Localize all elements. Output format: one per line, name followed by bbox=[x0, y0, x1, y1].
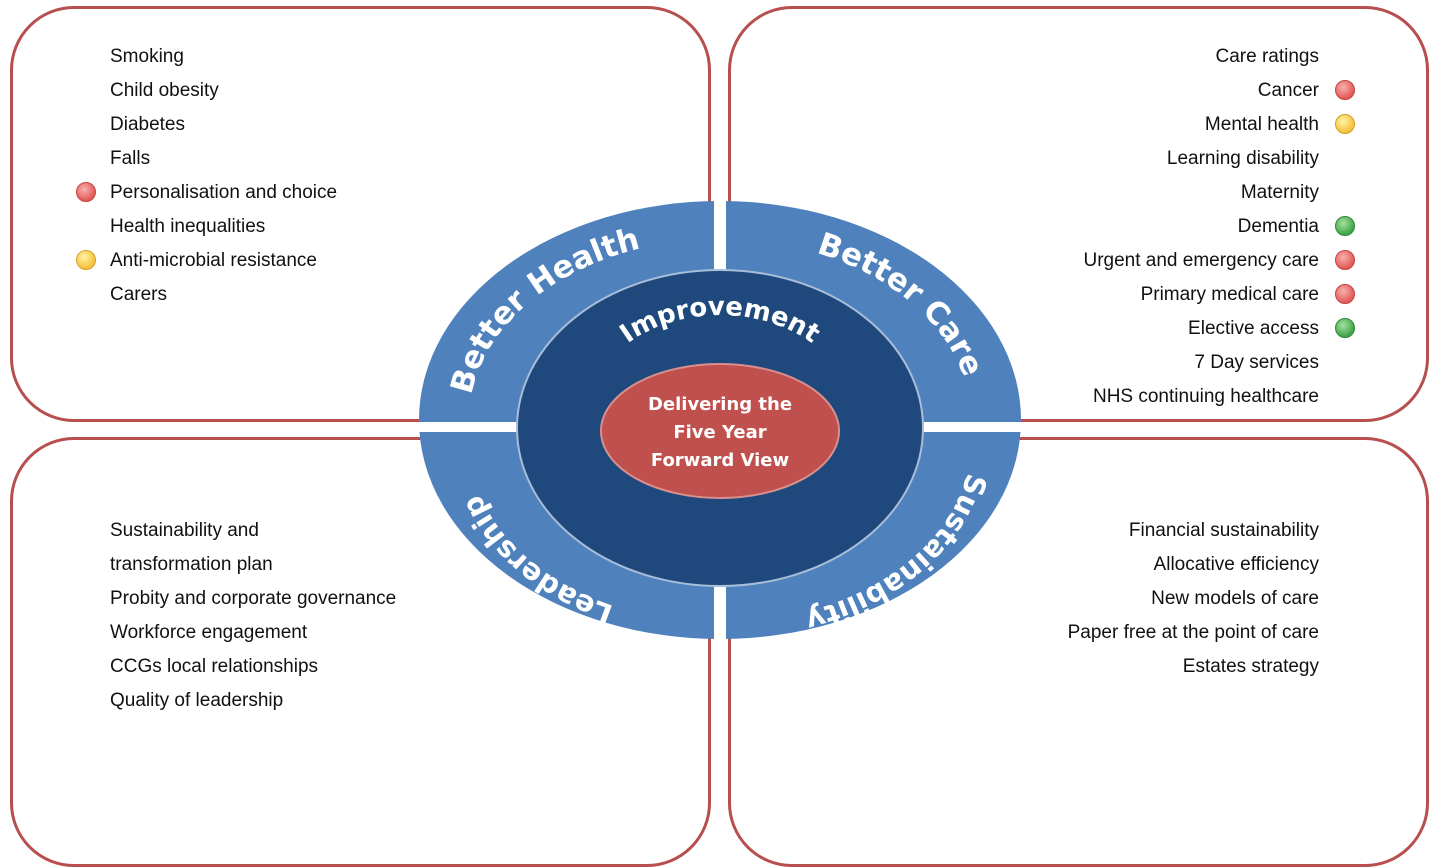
list-item-label: Dementia bbox=[1237, 216, 1319, 237]
list-item: Personalisation and choice bbox=[76, 176, 338, 210]
list-item-label: Urgent and emergency care bbox=[1083, 250, 1319, 271]
list-item: Falls bbox=[110, 142, 337, 176]
list-item-label: Workforce engagement bbox=[110, 622, 308, 643]
list-item: Sustainability and bbox=[110, 514, 396, 548]
list-item: Quality of leadership bbox=[110, 684, 396, 718]
list-item: NHS continuing healthcare bbox=[1083, 380, 1319, 414]
list-item-label: Paper free at the point of care bbox=[1067, 622, 1319, 643]
list-item-label: Estates strategy bbox=[1182, 656, 1319, 677]
list-item: Dementia bbox=[1083, 210, 1355, 244]
list-item: Smoking bbox=[110, 40, 337, 74]
list-item: Health inequalities bbox=[110, 210, 337, 244]
list-item-label: Cancer bbox=[1257, 80, 1319, 101]
red-status-icon bbox=[76, 182, 96, 202]
list-item: transformation plan bbox=[110, 548, 396, 582]
list-item-label: Elective access bbox=[1188, 318, 1319, 339]
list-item-label: Personalisation and choice bbox=[110, 182, 338, 203]
list-item: 7 Day services bbox=[1083, 346, 1319, 380]
list-item-label: transformation plan bbox=[110, 554, 273, 575]
list-item-label: Sustainability and bbox=[110, 520, 259, 541]
list-item-label: Health inequalities bbox=[110, 216, 266, 237]
list-item-label: 7 Day services bbox=[1194, 352, 1319, 373]
red-status-icon bbox=[1335, 80, 1355, 100]
list-item: Urgent and emergency care bbox=[1083, 244, 1355, 278]
list-item-label: Quality of leadership bbox=[110, 690, 284, 711]
list-item-label: Financial sustainability bbox=[1128, 520, 1319, 541]
list-item: New models of care bbox=[1068, 582, 1319, 616]
amber-status-icon bbox=[1335, 114, 1355, 134]
red-status-icon bbox=[1335, 284, 1355, 304]
list-item-label: Probity and corporate governance bbox=[110, 588, 397, 609]
list-item: Mental health bbox=[1083, 108, 1355, 142]
list-item-label: Falls bbox=[110, 148, 151, 169]
list-item: CCGs local relationships bbox=[110, 650, 396, 684]
list-item: Probity and corporate governance bbox=[110, 582, 396, 616]
list-item: Carers bbox=[110, 278, 337, 312]
list-item-label: New models of care bbox=[1151, 588, 1319, 609]
red-status-icon bbox=[1335, 250, 1355, 270]
list-item: Workforce engagement bbox=[110, 616, 396, 650]
list-item: Allocative efficiency bbox=[1068, 548, 1319, 582]
list-item-label: Care ratings bbox=[1215, 46, 1320, 67]
list-item: Care ratings bbox=[1083, 40, 1320, 74]
green-status-icon bbox=[1335, 216, 1355, 236]
list-item-label: Anti-microbial resistance bbox=[110, 250, 317, 271]
green-status-icon bbox=[1335, 318, 1355, 338]
list-item: Paper free at the point of care bbox=[1068, 616, 1319, 650]
list-item-label: Maternity bbox=[1240, 182, 1319, 203]
list-item: Diabetes bbox=[110, 108, 337, 142]
list-item-label: Smoking bbox=[110, 46, 184, 67]
center-line-1: Delivering the bbox=[648, 394, 792, 415]
list-item: Maternity bbox=[1083, 176, 1319, 210]
amber-status-icon bbox=[76, 250, 96, 270]
list-item: Child obesity bbox=[110, 74, 337, 108]
list-item-label: Learning disability bbox=[1166, 148, 1319, 169]
list-item: Estates strategy bbox=[1068, 650, 1319, 684]
list-item-label: Child obesity bbox=[110, 80, 219, 101]
list-item-label: Mental health bbox=[1204, 114, 1319, 135]
list-item: Primary medical care bbox=[1083, 278, 1355, 312]
list-item-label: Diabetes bbox=[110, 114, 185, 135]
center-hub bbox=[600, 363, 840, 499]
list-item-label: Carers bbox=[110, 284, 168, 305]
list-item-label: Allocative efficiency bbox=[1153, 554, 1319, 575]
list-item-label: NHS continuing healthcare bbox=[1092, 386, 1319, 407]
list-item-label: CCGs local relationships bbox=[110, 656, 319, 677]
list-item: Elective access bbox=[1083, 312, 1355, 346]
list-item: Cancer bbox=[1083, 74, 1355, 108]
list-item: Financial sustainability bbox=[1068, 514, 1319, 548]
list-item: Learning disability bbox=[1083, 142, 1319, 176]
center-line-2: Five Year bbox=[673, 422, 766, 443]
list-item-label: Primary medical care bbox=[1140, 284, 1319, 305]
list-item: Anti-microbial resistance bbox=[76, 244, 337, 278]
center-line-3: Forward View bbox=[651, 450, 789, 471]
